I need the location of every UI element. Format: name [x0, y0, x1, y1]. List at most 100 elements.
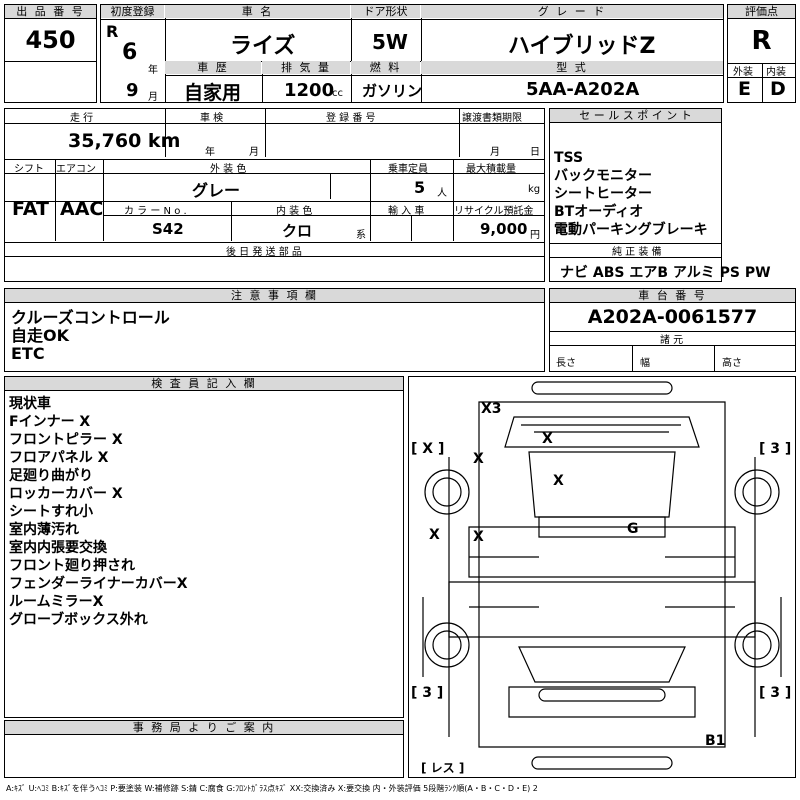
inspector-label: 検 査 員 記 入 欄 [5, 377, 403, 391]
inspector-line: 室内内張要交換 [9, 540, 107, 556]
spec-length: 長さ [556, 358, 576, 369]
ext-score: E [738, 78, 751, 100]
sales-point-item: 電動パーキングブレーキ [554, 222, 708, 238]
chassis-number: A202A-0061577 [587, 306, 758, 328]
capacity-unit: 人 [437, 188, 447, 199]
recycle-label: リサイクル預託金 [454, 206, 534, 217]
grade-label: グ レ ー ド [421, 5, 723, 18]
score-box: 評価点 R [727, 4, 796, 103]
lot-number-blank [4, 61, 97, 103]
month-unit: 月 [148, 92, 158, 103]
notes-line: ETC [11, 344, 45, 363]
import-label: 輸 入 車 [388, 206, 425, 217]
score-label: 評価点 [728, 5, 795, 19]
mark-x: X [542, 431, 553, 447]
inspection-year: 年 [205, 147, 215, 158]
load-label: 最大積載量 [466, 164, 516, 175]
inspector-line: Fインナー X [9, 414, 91, 430]
mileage: 35,760 km [68, 130, 181, 152]
inspector-line: フロントピラー X [9, 432, 123, 448]
int-label: 内装 [766, 67, 786, 78]
shift-label: シフト [14, 164, 44, 175]
inspection-month: 月 [249, 147, 259, 158]
era: R [106, 22, 119, 41]
recycle-unit: 円 [530, 230, 540, 241]
displacement-unit: cc [332, 88, 343, 99]
car-name-label: 車 名 [165, 5, 350, 18]
spec-width: 幅 [640, 358, 650, 369]
sales-point-box: セ ー ル ス ポ イ ン ト TSS バックモニター シートヒーター BTオー… [549, 108, 722, 282]
office-label: 事 務 局 よ り ご 案 内 [5, 721, 403, 735]
inspector-line: ロッカーカバー X [9, 486, 123, 502]
mark-b1: B1 [705, 733, 726, 749]
inspector-line: フロアパネル X [9, 450, 109, 466]
equipment: ナビ ABS エアB アルミ PS PW [560, 265, 771, 281]
load-unit: kg [528, 184, 541, 195]
sales-point-item: バックモニター [554, 168, 652, 184]
displacement: 1200 [284, 80, 335, 101]
sales-point-list: TSS バックモニター シートヒーター BTオーディオ 電動パーキングブレーキ [554, 149, 708, 239]
lot-number: 450 [25, 26, 76, 54]
chassis-box: 車 台 番 号 A202A-0061577 [549, 288, 796, 372]
office-box: 事 務 局 よ り ご 案 内 [4, 720, 404, 778]
fuel-label: 燃 料 [351, 61, 420, 74]
equip-label: 純 正 装 備 [612, 247, 662, 258]
ac: AAC [60, 198, 104, 220]
lot-number-label: 出 品 番 号 [5, 5, 96, 19]
inspector-line: 現状車 [9, 396, 51, 412]
capacity-label: 乗車定員 [388, 164, 428, 175]
inspector-line: シートすれ小 [9, 504, 93, 520]
sales-point-item: TSS [554, 150, 584, 166]
mark-right-bottom: [ 3 ] [759, 685, 792, 701]
recycle: 9,000 [480, 220, 528, 238]
model: 5AA-A202A [526, 79, 640, 100]
mileage-label: 走 行 [70, 113, 94, 124]
color-no: S42 [152, 220, 184, 238]
mark-right-top: [ 3 ] [759, 441, 792, 457]
notes-label: 注 意 事 項 欄 [5, 289, 544, 303]
car-name: ライズ [230, 34, 296, 59]
history: 自家用 [184, 82, 242, 104]
color-label: 外 装 色 [210, 164, 247, 175]
reg-month: 9 [126, 80, 139, 101]
notes-box: 注 意 事 項 欄 クルーズコントロール 自走OK ETC [4, 288, 545, 372]
color: グレー [192, 181, 241, 200]
spec-height: 高さ [722, 358, 742, 369]
score: R [751, 26, 772, 56]
car-diagram: X3 [ X ] [ 3 ] X X X X X G [ 3 ] [ 3 ] B… [408, 376, 796, 778]
year-unit: 年 [148, 65, 158, 76]
sales-point-item: シートヒーター [554, 186, 652, 202]
shift: FAT [12, 198, 49, 220]
doors-label: ドア形状 [351, 5, 420, 18]
inspector-line: フロント廻り押され [9, 558, 135, 574]
notes-line: クルーズコントロール [11, 308, 170, 327]
legend: A:ｷｽﾞ U:ﾍｺﾐ B:ｷｽﾞを伴うﾍｺﾐ P:要塗装 W:補修跡 S:錆 … [6, 784, 538, 793]
mark-left-top: [ X ] [411, 441, 445, 457]
doors: 5W [372, 30, 408, 54]
sales-point-label: セ ー ル ス ポ イ ン ト [550, 109, 721, 123]
mark-x: X [553, 473, 564, 489]
history-label: 車 歴 [165, 61, 261, 74]
notes-line: 自走OK [11, 326, 70, 345]
later-parts-label: 後 日 発 送 部 品 [226, 247, 302, 258]
transfer-label: 譲渡書類期限 [462, 113, 522, 124]
reg-year: 6 [122, 40, 138, 65]
car-outline [422, 381, 782, 770]
fuel: ガソリン [362, 82, 423, 100]
ac-label: エアコン [56, 164, 96, 175]
mark-x: X [473, 529, 484, 545]
interior: クロ [282, 222, 313, 240]
first-reg-label: 初度登録 [101, 5, 164, 18]
chassis-label: 車 台 番 号 [550, 289, 795, 303]
inspector-line: フェンダーライナーカバーX [9, 576, 188, 592]
displacement-label: 排 気 量 [262, 61, 350, 74]
capacity: 5 [414, 178, 426, 197]
model-label: 型 式 [421, 61, 723, 74]
interior-unit: 系 [356, 230, 366, 241]
sales-point-item: BTオーディオ [554, 204, 644, 220]
color-no-label: カ ラ ー N o . [124, 206, 187, 217]
vehicle-info-box [4, 108, 545, 282]
lot-number-box: 出 品 番 号 450 [4, 4, 97, 62]
mark-x: X [473, 451, 484, 467]
inspector-box: 検 査 員 記 入 欄 現状車 Fインナー X フロントピラー X フロアパネル… [4, 376, 404, 718]
